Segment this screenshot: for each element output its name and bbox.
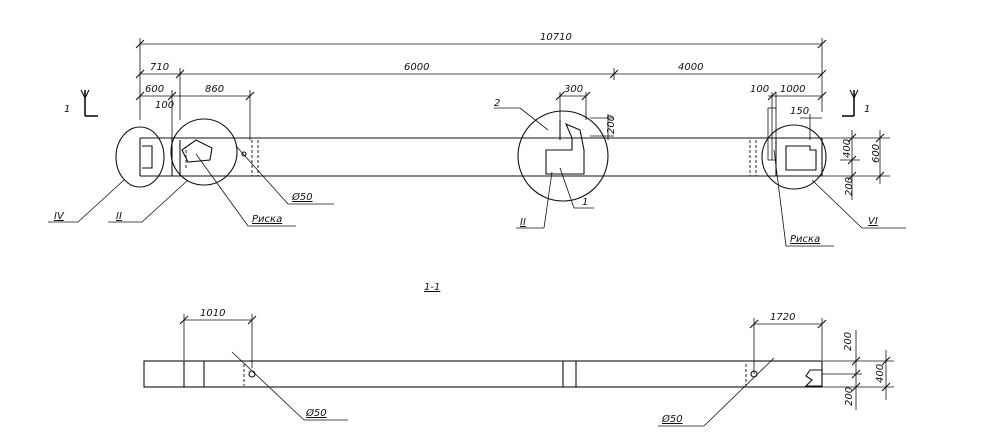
dim-4000: 4000 [678, 62, 703, 73]
dim-600-right: 600 [871, 144, 882, 163]
cut-label-right: 1 [864, 104, 870, 115]
dim-100-right: 100 [750, 84, 769, 95]
section-dim-200-bottom: 200 [844, 387, 855, 406]
dim-710: 710 [150, 62, 169, 73]
cut-mark-left: 1 [64, 89, 98, 117]
dim-150: 150 [790, 106, 809, 117]
node-label-IV: IV [54, 211, 65, 222]
overall-dimension: 10710 [135, 32, 827, 120]
dimension-chain-right: 100 1000 150 [750, 84, 827, 161]
phi50-section-left: Ø50 [305, 407, 327, 419]
dim-600: 600 [145, 84, 164, 95]
dim-860: 860 [205, 84, 224, 95]
dim-300: 300 [564, 84, 583, 95]
cut-mark-right: 1 [842, 89, 870, 117]
section-title: 1-1 [424, 282, 440, 293]
section-leaders: Ø50 Ø50 [231, 351, 775, 427]
dim-100-left: 100 [155, 100, 174, 111]
node-circle-IV [115, 126, 165, 188]
section-dim-200-top: 200 [843, 332, 854, 351]
phi50-section-right: Ø50 [661, 413, 683, 425]
cut-label-left: 1 [64, 104, 70, 115]
node-circle-II-mid [517, 110, 609, 202]
beam-plan [139, 120, 823, 177]
section-dim-400: 400 [875, 364, 886, 383]
section-dim-1720: 1720 [749, 312, 827, 374]
plan-leaders: IV II Риска Ø50 II 1 Риска [48, 145, 906, 247]
dimension-right-vertical: 400 600 200 [822, 130, 890, 200]
riska-right: Риска [790, 234, 820, 245]
dim-1010: 1010 [200, 308, 225, 319]
section-dim-right: 200 400 200 [822, 330, 894, 410]
node-label-II-left: II [116, 211, 122, 222]
node-label-VI: VI [868, 216, 878, 227]
node-label-II-mid: II [520, 217, 526, 228]
section-dim-1010: 1010 [179, 308, 257, 368]
plan-view: 10710 710 6000 4000 600 860 100 [48, 32, 906, 247]
phi50-plan: Ø50 [291, 191, 313, 203]
overall-dimension-label: 10710 [540, 32, 572, 43]
dimension-mid: 300 200 2 [494, 84, 617, 140]
riska-left: Риска [252, 214, 282, 225]
label-2: 2 [494, 98, 500, 109]
dim-1000: 1000 [780, 84, 805, 95]
node-circle-II-left [170, 118, 238, 186]
label-1: 1 [582, 197, 588, 208]
dim-400: 400 [842, 139, 853, 158]
dim-6000: 6000 [404, 62, 429, 73]
section-view: 1-1 1010 1720 [143, 282, 894, 427]
node-circle-VI [761, 124, 827, 190]
dim-200-bottom: 200 [844, 177, 855, 196]
dim-1720: 1720 [770, 312, 795, 323]
dimension-chain-left: 600 860 100 [135, 84, 255, 140]
dimension-chain-main: 710 6000 4000 [135, 62, 827, 120]
dim-200-top: 200 [606, 115, 617, 134]
